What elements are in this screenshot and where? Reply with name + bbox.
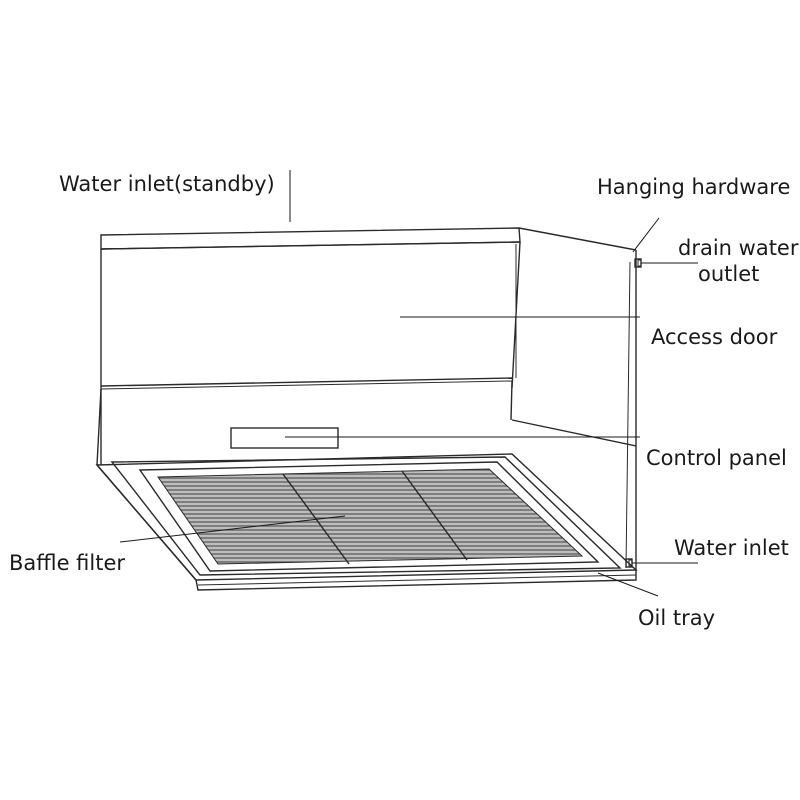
hood-front-body xyxy=(100,241,521,465)
oil-tray-frame xyxy=(95,453,638,591)
leader-baffle-filter xyxy=(119,515,346,543)
access-door-panel xyxy=(100,241,521,390)
label-oil-tray: Oil tray xyxy=(638,606,716,630)
hood-top-cap xyxy=(100,227,637,251)
hood-side-panel xyxy=(511,250,637,570)
baffle-filter xyxy=(138,461,600,572)
leader-oil-tray xyxy=(597,572,659,597)
label-water-inlet: Water inlet xyxy=(674,536,789,560)
label-control-panel: Control panel xyxy=(646,446,787,470)
label-water-inlet-standby: Water inlet(standby) xyxy=(59,172,275,196)
label-drain-water-outlet-line1: drain water xyxy=(678,236,799,260)
label-baffle-filter: Baffle filter xyxy=(9,551,126,575)
label-drain-water-outlet-line2: outlet xyxy=(698,262,760,286)
leader-hanging-hardware xyxy=(632,217,660,253)
leader-lines xyxy=(119,170,698,597)
hood-lower-front xyxy=(96,380,513,466)
label-access-door: Access door xyxy=(651,325,778,349)
label-hanging-hardware: Hanging hardware xyxy=(597,175,791,199)
control-panel-box xyxy=(230,427,339,449)
